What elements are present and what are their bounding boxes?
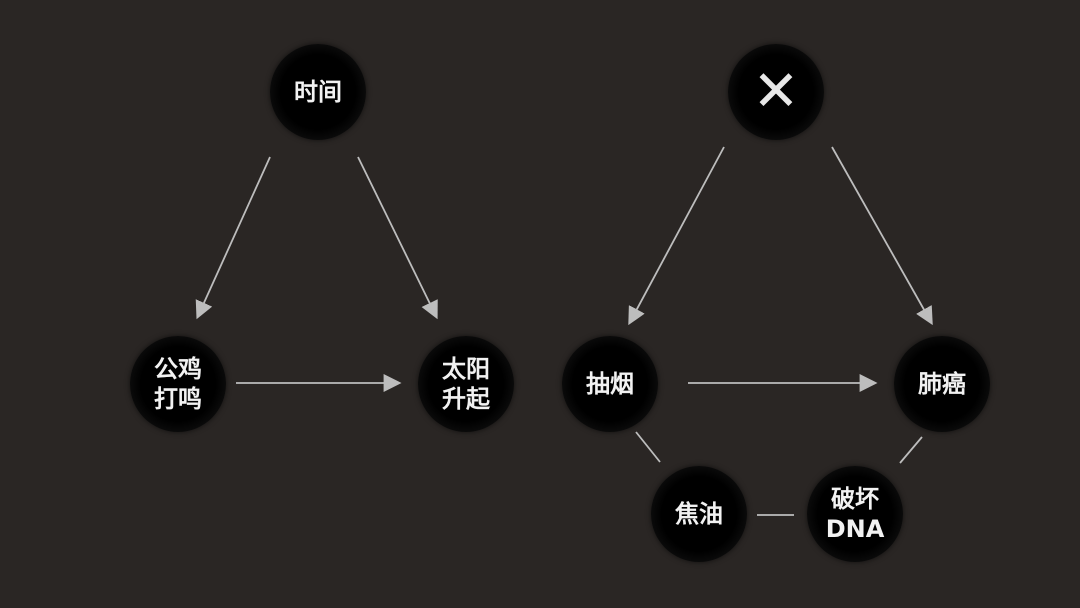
node-smoking: 抽烟 xyxy=(562,336,658,432)
node-lung-cancer-label: 肺癌 xyxy=(918,370,966,398)
line-smoking-to-tar xyxy=(635,431,661,463)
node-lung-cancer: 肺癌 xyxy=(894,336,990,432)
node-sunrise-line1: 太阳 xyxy=(442,355,490,383)
node-unknown-x: ✕ xyxy=(728,44,824,140)
node-rooster-crow: 公鸡 打鸣 xyxy=(130,336,226,432)
arrow-x-to-lungcancer xyxy=(831,146,933,326)
node-sunrise-line2: 升起 xyxy=(442,385,490,413)
node-dna-line2: DNA xyxy=(825,515,885,543)
node-tar-label: 焦油 xyxy=(675,500,723,528)
line-dna-to-lungcancer xyxy=(899,436,923,464)
arrow-time-to-rooster xyxy=(195,156,271,320)
node-sunrise: 太阳升起 xyxy=(418,336,514,432)
node-dna-line1: 破坏 xyxy=(831,485,879,513)
arrow-time-to-sunrise xyxy=(357,156,438,320)
node-tar: 焦油 xyxy=(651,466,747,562)
x-icon: ✕ xyxy=(752,59,800,124)
node-smoking-label: 抽烟 xyxy=(586,370,634,398)
node-rooster-line1: 公鸡 xyxy=(154,355,202,383)
node-time-label: 时间 xyxy=(294,78,342,106)
arrow-x-to-smoking xyxy=(628,146,725,326)
node-dna-damage: 破坏 DNA xyxy=(807,466,903,562)
node-time: 时间 xyxy=(270,44,366,140)
node-rooster-line2: 打鸣 xyxy=(154,385,202,413)
